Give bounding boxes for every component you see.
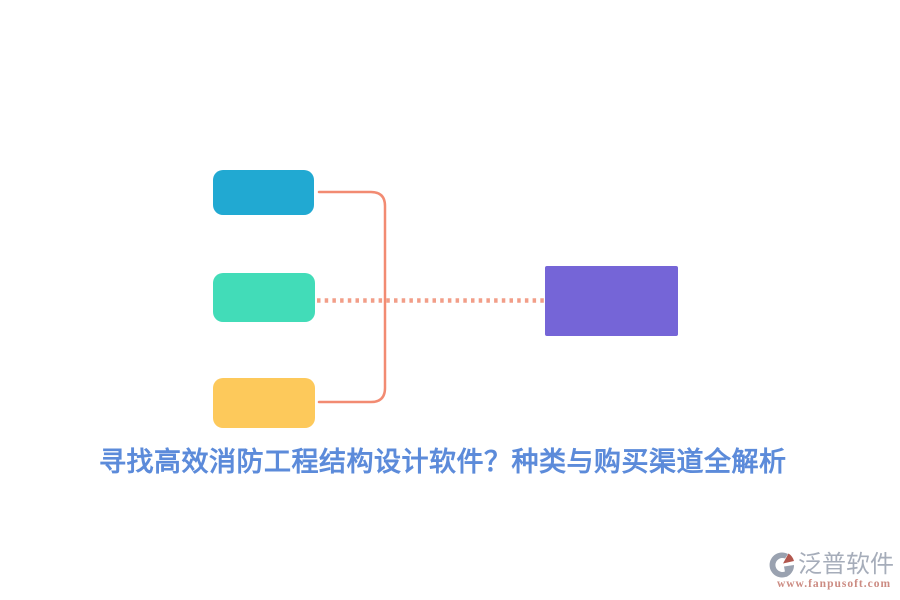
- watermark-brand: 泛普软件: [798, 551, 894, 578]
- branch-node-top: [213, 170, 314, 215]
- watermark-url: www.fanpusoft.com: [776, 578, 892, 590]
- bracket-connector: [317, 190, 387, 404]
- root-node: [545, 266, 678, 336]
- logo-red-wedge: [783, 553, 794, 564]
- branch-node-bottom: [213, 378, 315, 428]
- headline-text: 寻找高效消防工程结构设计软件？种类与购买渠道全解析: [99, 447, 787, 477]
- logo-gray-wedge: [784, 565, 795, 577]
- watermark: 泛普软件 www.fanpusoft.com: [768, 551, 900, 590]
- logo-gray-crescent: [769, 552, 788, 578]
- watermark-logo-row: 泛普软件: [768, 551, 900, 579]
- branch-node-middle: [213, 273, 315, 322]
- fanpu-logo-icon: [769, 552, 795, 578]
